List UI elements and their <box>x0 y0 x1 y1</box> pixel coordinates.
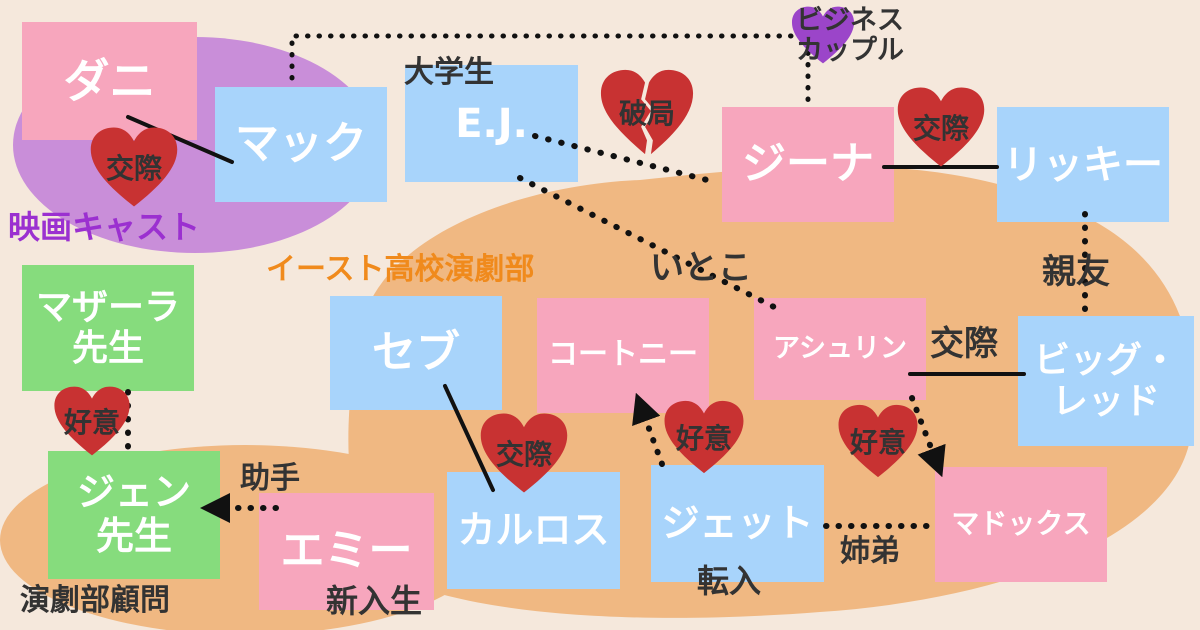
character-gina: ジーナ <box>722 107 894 222</box>
character-seb: セブ <box>330 296 502 410</box>
heart-icon: 好意 <box>52 384 132 458</box>
drama-advisor-label: 演劇部顧問 <box>20 583 170 618</box>
character-dani: ダニ <box>22 22 197 140</box>
character-jet: ジェット <box>651 465 824 582</box>
ej-gina-line <box>532 133 718 185</box>
ej-gina-relation: 破局 <box>618 97 675 130</box>
jet-courtney-line <box>632 392 665 467</box>
heart-icon: 交際 <box>478 410 570 496</box>
character-ricky: リッキー <box>997 107 1169 222</box>
broken-heart-icon: 破局 <box>598 66 696 158</box>
character-ashlyn: アシュリン <box>754 298 926 400</box>
cousin-label: いとこ <box>650 248 752 288</box>
drama-club-label: イースト高校演劇部 <box>266 252 535 287</box>
university-student-label: 大学生 <box>404 55 494 90</box>
seb-carlos-relation: 交際 <box>495 438 552 471</box>
mazzara-jenn-relation: 好意 <box>63 406 120 439</box>
gina-ricky-relation: 交際 <box>912 112 969 145</box>
best-friend-label: 親友 <box>1042 252 1110 292</box>
character-mack: マック <box>215 87 387 202</box>
character-maddox: マドックス <box>935 467 1107 582</box>
dani-mack-relation: 交際 <box>105 152 162 185</box>
business-couple-label: ビジネス カップル <box>796 5 904 66</box>
ej-ashlyn-line <box>517 175 783 313</box>
ashlyn-bigred-relation: 交際 <box>930 324 998 364</box>
character-big-red: ビッグ・ レッド <box>1018 316 1194 446</box>
new-student-label: 新入生 <box>326 582 423 620</box>
siblings-label: 姉弟 <box>840 534 900 569</box>
character-emmy: エミー <box>259 493 434 610</box>
seb-carlos-line <box>443 384 495 492</box>
heart-icon: 好意 <box>662 398 746 476</box>
transfer-label: 転入 <box>697 562 762 600</box>
character-ej: E.J. <box>405 65 578 182</box>
dani-mack-line <box>126 115 234 164</box>
assistant-label: 助手 <box>240 461 300 496</box>
character-carlos: カルロス <box>447 472 620 589</box>
character-courtney: コートニー <box>537 298 709 413</box>
heart-icon: 好意 <box>836 402 920 480</box>
purple-heart-icon <box>790 4 856 66</box>
ashlyn-maddox-line <box>909 395 946 478</box>
heart-icon: 交際 <box>895 84 987 170</box>
movie-cast-label: 映画キャスト <box>8 208 201 246</box>
heart-icon: 交際 <box>88 124 180 210</box>
jet-courtney-relation: 好意 <box>675 422 732 455</box>
character-jenn: ジェン 先生 <box>48 451 220 579</box>
business-couple-line <box>289 33 811 110</box>
ashlyn-maddox-relation: 好意 <box>849 426 906 459</box>
character-mazzara: マザーラ 先生 <box>22 265 194 391</box>
